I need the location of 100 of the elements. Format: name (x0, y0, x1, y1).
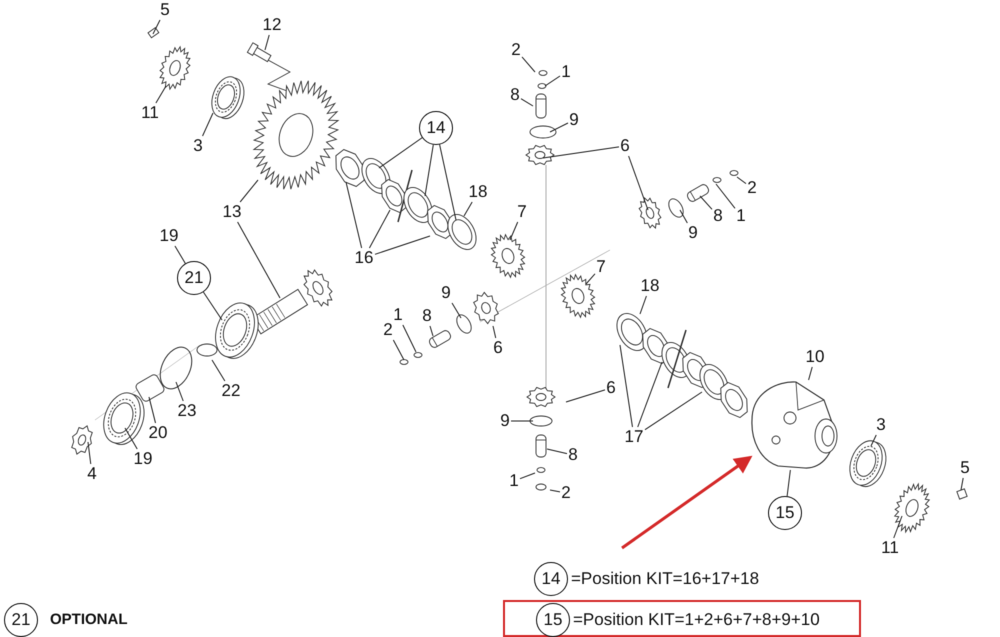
callout-number: 19 (132, 449, 154, 469)
leader-line (174, 246, 186, 264)
callout-number: 6 (605, 378, 617, 398)
leader-line (368, 210, 390, 248)
leader-line (202, 112, 214, 136)
leader-line (808, 366, 813, 380)
leader-line (430, 326, 434, 336)
callout-number: 9 (440, 283, 452, 303)
leader-line (546, 448, 568, 454)
leader-line (566, 389, 606, 402)
leader-line (644, 392, 702, 430)
leader-line (148, 396, 156, 424)
leader-line (155, 86, 166, 104)
callout-number: 18 (639, 276, 661, 296)
callout-number: 11 (879, 538, 901, 558)
leader-line (637, 362, 662, 428)
leader-line (202, 292, 222, 320)
leader-line (680, 210, 688, 224)
leader-line (240, 180, 258, 202)
callout-number: 12 (261, 15, 283, 35)
callout-number: 2 (382, 320, 394, 340)
leader-line (628, 156, 648, 210)
callout-number: 14 (419, 111, 453, 145)
callout-number: 6 (492, 338, 504, 358)
leader-line (520, 472, 536, 480)
callout-number: 1 (560, 62, 572, 82)
leader-line (492, 326, 496, 338)
leader-line (736, 176, 746, 184)
leader-line (424, 144, 434, 196)
callout-number: 15 (768, 496, 802, 530)
callout-number: 20 (147, 423, 169, 443)
callout-number: 8 (712, 206, 724, 226)
callout-number: 2 (560, 483, 572, 503)
leader-line (439, 144, 456, 220)
callout-number: 13 (221, 202, 243, 222)
callout-number: 1 (392, 305, 404, 325)
leader-line (544, 76, 560, 86)
leader-line (586, 273, 596, 284)
leader-line (152, 20, 160, 34)
callout-number: 22 (220, 381, 242, 401)
leader-line (237, 222, 280, 298)
callout-number: 5 (959, 458, 971, 478)
note-text: OPTIONAL (50, 610, 128, 630)
leader-line (452, 302, 462, 318)
highlight-frame (503, 600, 861, 637)
leader-line (402, 324, 416, 352)
leader-line (550, 490, 560, 492)
leader-line (378, 137, 423, 168)
leader-line (700, 196, 712, 210)
leader-line (893, 516, 902, 538)
callout-number: 5 (159, 0, 171, 20)
callout-number: 15 (536, 603, 570, 637)
callout-number: 18 (467, 182, 489, 202)
leader-line (522, 56, 536, 72)
leader-line (212, 360, 226, 382)
leader-line (510, 222, 518, 240)
leader-line (870, 434, 877, 446)
callout-number: 21 (4, 603, 38, 637)
arrow (621, 456, 752, 550)
leader-line (716, 184, 736, 209)
callout-number: 1 (735, 206, 747, 226)
callout-number: 8 (567, 445, 579, 465)
callout-number: 10 (804, 347, 826, 367)
leader-line (346, 182, 362, 248)
leader-line (374, 236, 430, 255)
callout-number: 3 (192, 136, 204, 156)
callout-number: 2 (510, 40, 522, 60)
callout-number: 3 (875, 415, 887, 435)
leader-line (620, 344, 633, 428)
callout-number: 9 (568, 110, 580, 130)
callout-number: 8 (509, 85, 521, 105)
callout-number: 4 (86, 464, 98, 484)
callout-number: 7 (595, 257, 607, 277)
leader-line (392, 340, 404, 360)
leader-line (176, 382, 184, 402)
leader-line (640, 296, 647, 314)
callout-number: 23 (176, 401, 198, 421)
leader-line (510, 420, 534, 422)
callout-number: 9 (499, 411, 511, 431)
leader-line (542, 146, 620, 158)
callout-number: 8 (421, 306, 433, 326)
leader-line (124, 428, 138, 450)
callout-number: 2 (746, 178, 758, 198)
leader-line (464, 202, 473, 216)
callout-number: 19 (158, 226, 180, 246)
leader-line (88, 442, 92, 464)
callout-number: 14 (534, 562, 568, 596)
callout-number: 16 (353, 248, 375, 268)
callout-number: 21 (177, 261, 211, 295)
kit-description: =Position KIT=1+2+6+7+8+9+10 (573, 610, 820, 630)
callout-number: 1 (508, 471, 520, 491)
leader-line (786, 470, 791, 497)
leader-line (520, 98, 534, 106)
callout-number: 7 (516, 202, 528, 222)
callout-number: 9 (687, 223, 699, 243)
leader-line (960, 478, 964, 490)
leader-line (550, 122, 568, 132)
callout-number: 11 (139, 103, 161, 123)
kit-description: =Position KIT=16+17+18 (571, 569, 760, 589)
callout-number: 17 (623, 427, 645, 447)
